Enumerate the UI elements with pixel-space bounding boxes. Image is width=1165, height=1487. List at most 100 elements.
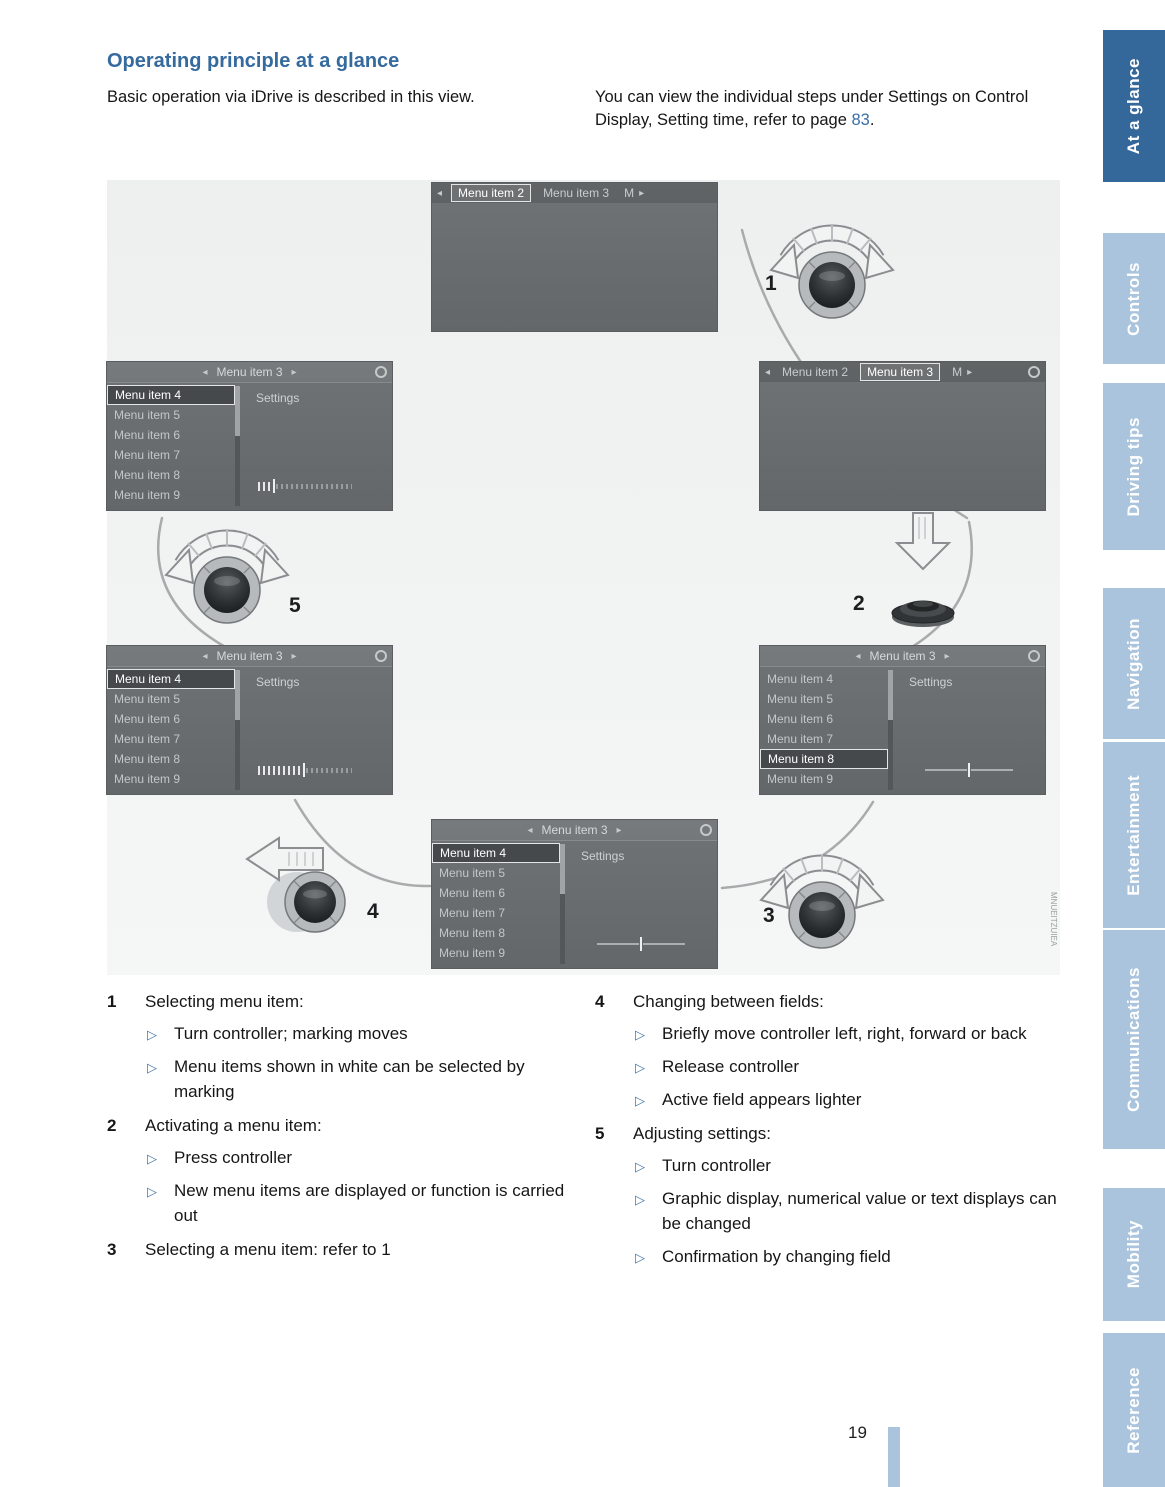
instruction-title: Activating a menu item: bbox=[145, 1115, 322, 1135]
sidebar-tab-reference[interactable]: Reference bbox=[1103, 1333, 1165, 1487]
bullet-text: Briefly move controller left, right, for… bbox=[662, 1023, 1027, 1043]
right-arrow-icon: ▸ bbox=[639, 187, 645, 199]
status-circle-icon bbox=[375, 366, 387, 378]
controller-rotate-5 bbox=[152, 495, 302, 635]
right-arrow-icon: ▸ bbox=[944, 650, 950, 662]
triangle-bullet-icon: ▷ bbox=[147, 1026, 157, 1042]
triangle-bullet-icon: ▷ bbox=[635, 1158, 645, 1174]
sidebar-tab-at-a-glance[interactable]: At a glance bbox=[1103, 30, 1165, 182]
screen-header-title: Menu item 3 bbox=[216, 649, 283, 663]
controller-rotate-1 bbox=[757, 190, 907, 330]
bullet-text: Confirmation by changing field bbox=[662, 1246, 891, 1266]
sidebar-tab-driving-tips[interactable]: Driving tips bbox=[1103, 383, 1165, 550]
menu-item: Menu item 9 bbox=[114, 772, 181, 786]
triangle-bullet-icon: ▷ bbox=[147, 1059, 157, 1075]
idrive-screen-mid-right: ◂ Menu item 2 Menu item 3 M ▸ bbox=[760, 362, 1045, 510]
idrive-screen-mid-left: ◂ Menu item 3 ▸ Menu item 4 Menu item 5 … bbox=[107, 362, 392, 510]
figure-code: MNUEITZUIEA bbox=[1049, 892, 1058, 947]
menu-item: Menu item 5 bbox=[439, 866, 506, 880]
slider-cursor bbox=[968, 763, 970, 777]
footer-accent-bar bbox=[888, 1427, 900, 1487]
instruction-bullet: ▷Briefly move controller left, right, fo… bbox=[635, 1022, 1060, 1047]
left-arrow-icon: ◂ bbox=[855, 650, 861, 662]
intro-paragraph-left: Basic operation via iDrive is described … bbox=[107, 88, 475, 106]
menu-item: Menu item 8 bbox=[114, 752, 181, 766]
instruction-number: 1 bbox=[107, 992, 117, 1011]
instruction-bullet: ▷Graphic display, numerical value or tex… bbox=[635, 1187, 1060, 1237]
list-scrollbar bbox=[235, 386, 240, 506]
sidebar-tab-navigation[interactable]: Navigation bbox=[1103, 588, 1165, 739]
idrive-operation-diagram: ◂ Menu item 2 Menu item 3 M ▸ ◂ Menu ite… bbox=[107, 180, 1060, 975]
tab-menu-item-3: Menu item 3 bbox=[860, 363, 941, 381]
menu-item: Menu item 6 bbox=[114, 712, 181, 726]
sidebar-tab-communications[interactable]: Communications bbox=[1103, 930, 1165, 1149]
list-scrollbar bbox=[560, 844, 565, 964]
screen-header-title: Menu item 3 bbox=[869, 649, 936, 663]
screen-tab-bar: ◂ Menu item 2 Menu item 3 M ▸ bbox=[432, 183, 717, 204]
settings-slider bbox=[597, 937, 685, 951]
sidebar-tab-entertainment[interactable]: Entertainment bbox=[1103, 742, 1165, 928]
menu-item: Menu item 9 bbox=[439, 946, 506, 960]
bullet-text: Release controller bbox=[662, 1056, 800, 1076]
tab-truncated: M bbox=[952, 365, 963, 379]
controller-rotate-3 bbox=[747, 820, 897, 960]
menu-item: Menu item 7 bbox=[767, 732, 834, 746]
rotate-controller-icon bbox=[164, 529, 290, 624]
sidebar-tab-label: Entertainment bbox=[1124, 774, 1143, 896]
menu-item: Menu item 6 bbox=[114, 428, 181, 442]
idrive-screen-top: ◂ Menu item 2 Menu item 3 M ▸ bbox=[432, 183, 717, 331]
sidebar-tab-mobility[interactable]: Mobility bbox=[1103, 1188, 1165, 1321]
settings-panel: Settings bbox=[565, 841, 717, 967]
controller-press-2 bbox=[873, 505, 973, 640]
slider-track bbox=[925, 769, 967, 771]
instruction-title: Selecting a menu item: refer to 1 bbox=[145, 1239, 391, 1259]
tab-menu-item-3: Menu item 3 bbox=[543, 186, 610, 200]
sidebar-tab-label: Reference bbox=[1124, 1366, 1143, 1454]
menu-item: Menu item 8 bbox=[439, 926, 506, 940]
screen-header: ◂ Menu item 3 ▸ bbox=[107, 646, 392, 667]
step-number-3: 3 bbox=[763, 904, 775, 927]
status-circle-icon bbox=[700, 824, 712, 836]
slider-track bbox=[597, 943, 639, 945]
instruction-title: Selecting menu item: bbox=[145, 992, 304, 1011]
step-number-2: 2 bbox=[853, 592, 865, 615]
menu-list: Menu item 4 Menu item 5 Menu item 6 Menu… bbox=[760, 667, 888, 793]
slider-cursor bbox=[640, 937, 642, 951]
bullet-text: Graphic display, numerical value or text… bbox=[662, 1188, 1057, 1233]
settings-label: Settings bbox=[256, 675, 300, 689]
scrollbar-thumb bbox=[888, 670, 893, 721]
status-circle-icon bbox=[1028, 650, 1040, 662]
bullet-text: Active field appears lighter bbox=[662, 1089, 862, 1109]
triangle-bullet-icon: ▷ bbox=[635, 1092, 645, 1108]
settings-panel: Settings bbox=[893, 667, 1045, 793]
bullet-text: New menu items are displayed or function… bbox=[174, 1180, 565, 1225]
press-controller-icon bbox=[891, 512, 955, 627]
instruction-1: 1 Selecting menu item: ▷ Turn controller;… bbox=[107, 990, 577, 1105]
bullet-text: Turn controller; marking moves bbox=[174, 1023, 408, 1043]
screen-header-title: Menu item 3 bbox=[541, 823, 608, 837]
tab-menu-item-2: Menu item 2 bbox=[451, 184, 532, 202]
move-controller-icon bbox=[245, 836, 346, 933]
screen-body: Menu item 4 Menu item 5 Menu item 6 Menu… bbox=[760, 667, 1045, 793]
menu-item-selected: Menu item 4 bbox=[107, 385, 235, 405]
slider-cursor bbox=[303, 763, 305, 777]
screen-body: Menu item 4 Menu item 5 Menu item 6 Menu… bbox=[107, 383, 392, 509]
screen-header: ◂ Menu item 3 ▸ bbox=[107, 362, 392, 383]
intro-text: You can view the individual steps under … bbox=[595, 88, 1029, 130]
sidebar-tab-label: Navigation bbox=[1124, 617, 1143, 710]
scrollbar-thumb bbox=[560, 844, 565, 895]
instruction-3: 3 Selecting a menu item: refer to 1 bbox=[107, 1238, 577, 1263]
left-arrow-icon: ◂ bbox=[202, 366, 208, 378]
settings-slider bbox=[925, 763, 1013, 777]
instruction-bullet: ▷Turn controller bbox=[635, 1154, 1060, 1179]
instruction-bullet: ▷Confirmation by changing field bbox=[635, 1245, 1060, 1270]
page-83-link[interactable]: 83 bbox=[851, 111, 870, 130]
idrive-screen-bottom-center: ◂ Menu item 3 ▸ Menu item 4 Menu item 5 … bbox=[432, 820, 717, 968]
settings-slider bbox=[258, 763, 352, 777]
menu-item: Menu item 7 bbox=[114, 732, 181, 746]
idrive-screen-low-left: ◂ Menu item 3 ▸ Menu item 4 Menu item 5 … bbox=[107, 646, 392, 794]
instruction-number: 5 bbox=[595, 1123, 605, 1143]
sidebar-tab-controls[interactable]: Controls bbox=[1103, 233, 1165, 364]
slider-cursor bbox=[273, 479, 275, 493]
